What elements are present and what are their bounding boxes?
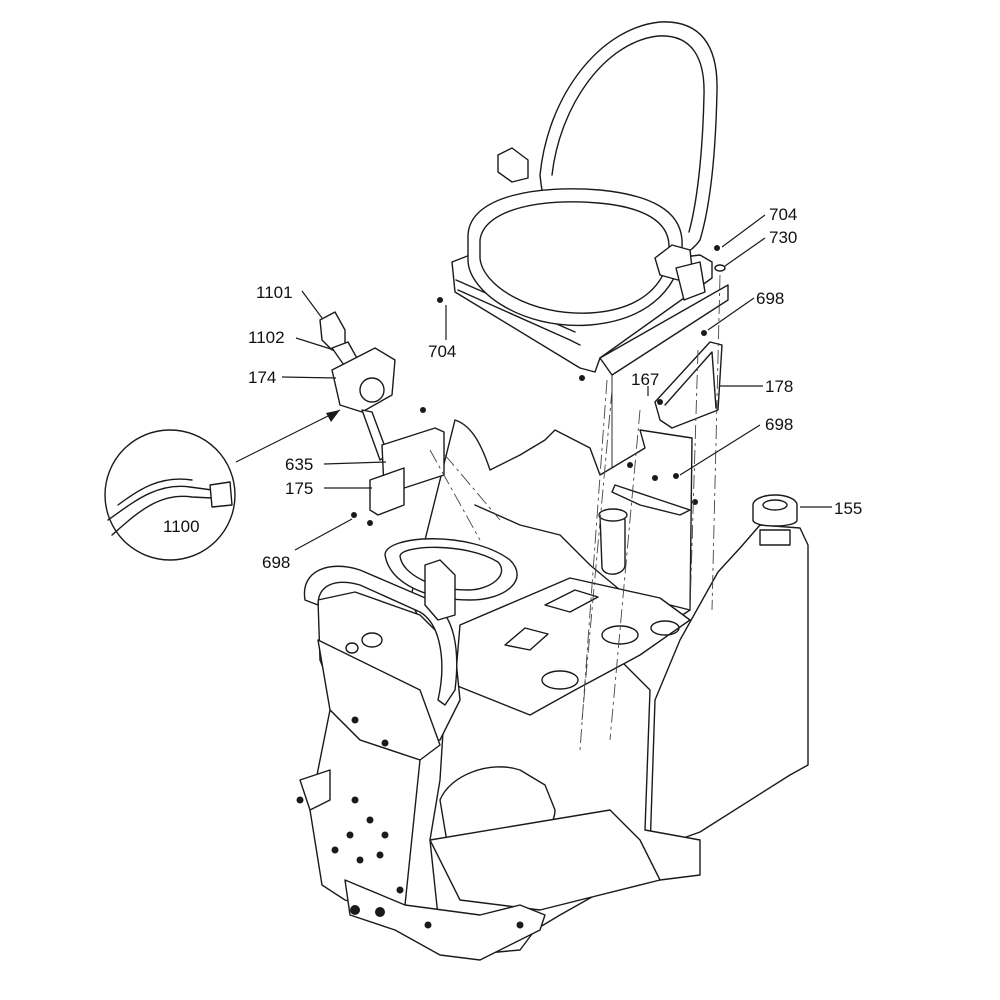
leader-lines — [281, 214, 832, 551]
mount-bracket — [351, 407, 445, 526]
callout-1100: 1100 — [163, 517, 200, 536]
machine-chassis — [409, 419, 809, 956]
front-lower-skirt — [344, 879, 546, 961]
seat-cushion — [467, 188, 683, 327]
callout-175: 175 — [285, 479, 313, 498]
callout-704-left: 704 — [428, 342, 456, 361]
callout-730: 730 — [769, 228, 797, 247]
callout-698-left: 698 — [262, 553, 290, 572]
side-bracket — [299, 769, 331, 811]
callout-178: 178 — [765, 377, 793, 396]
callout-155: 155 — [834, 499, 862, 518]
callout-labels: 1101 1102 174 635 175 698 1100 704 704 7… — [163, 205, 862, 572]
callout-1101: 1101 — [256, 283, 293, 302]
handle-bar — [303, 565, 458, 706]
operator-seat — [451, 21, 718, 373]
seat-armrest-left — [497, 147, 529, 183]
bracket-plate-175 — [369, 467, 405, 516]
fuel-cap — [752, 494, 798, 546]
joystick-base-plate — [331, 347, 396, 413]
steering-column — [424, 559, 456, 621]
footwell-floor — [429, 809, 661, 911]
seat-belt-mount — [675, 261, 706, 301]
callout-635: 635 — [285, 455, 313, 474]
callout-174: 174 — [248, 368, 276, 387]
fuel-tank-body — [649, 524, 809, 851]
steering-wheel — [384, 538, 518, 601]
callout-698-top: 698 — [756, 289, 784, 308]
side-cover — [654, 341, 723, 429]
callout-704-right: 704 — [769, 205, 797, 224]
cover-178 — [654, 341, 723, 429]
seat-backrest-inner — [551, 35, 705, 233]
joystick-assembly — [319, 311, 396, 461]
assembly-lines — [429, 274, 721, 751]
detail-inset-1100 — [104, 409, 341, 561]
callout-1102: 1102 — [248, 328, 285, 347]
front-console — [296, 538, 546, 961]
callout-698-mid: 698 — [765, 415, 793, 434]
callout-167: 167 — [631, 370, 659, 389]
cup-holder-tray — [454, 577, 691, 716]
filter-assembly — [598, 484, 691, 575]
